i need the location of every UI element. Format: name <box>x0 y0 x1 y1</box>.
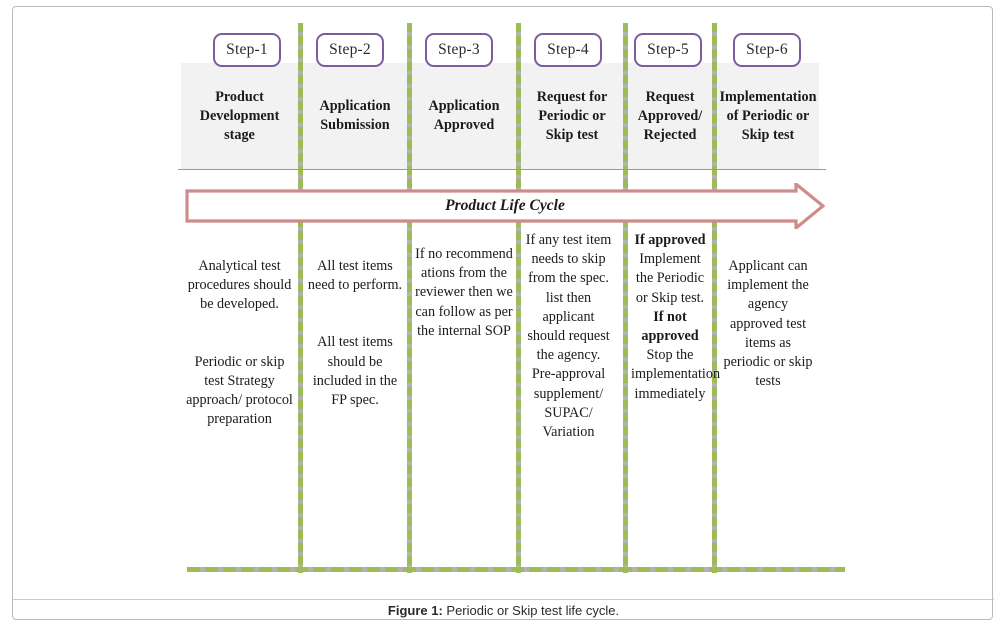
body-column-5: If approved Implement the Periodic or Sk… <box>628 231 720 404</box>
caption-divider <box>13 599 994 600</box>
caption-text: Periodic or Skip test life cycle. <box>442 603 620 618</box>
header-cell-6: Implementation of Periodic or Skip test <box>719 88 817 143</box>
column-divider-2 <box>407 23 412 573</box>
body-paragraph-rich: If approved Implement the Periodic or Sk… <box>631 231 720 404</box>
body-paragraph: All test items need to perform. <box>307 258 403 294</box>
header-cell-2: Application Submission <box>319 98 391 133</box>
body-text-strong: If approved <box>634 232 706 248</box>
body-column-4: If any test item needs to skip from the … <box>521 231 616 442</box>
body-paragraph: Applicant can implement the agency appro… <box>723 258 813 390</box>
body-column-3: If no recommend ations from the reviewer… <box>412 231 516 341</box>
step-pill-5[interactable]: Step-5 <box>634 33 702 67</box>
bottom-dashed-rule <box>187 567 845 572</box>
body-paragraph: Periodic or skip test Strategy approach/… <box>186 353 293 428</box>
step-pill-3[interactable]: Step-3 <box>425 33 493 67</box>
column-divider-4 <box>623 23 628 573</box>
body-paragraph: If any test item needs to skip from the … <box>525 232 612 441</box>
figure-caption: Figure 1: Periodic or Skip test life cyc… <box>13 603 994 618</box>
body-column-1: Analytical test procedures should be dev… <box>181 231 298 429</box>
column-divider-5 <box>712 23 717 573</box>
header-cell-5: Request Approved/ Rejected <box>637 88 703 143</box>
header-cell-1: Product Development stage <box>199 88 280 143</box>
body-column-6: Applicant can implement the agency appro… <box>717 231 819 391</box>
body-paragraph: Analytical test procedures should be dev… <box>187 258 292 313</box>
step-pill-4[interactable]: Step-4 <box>534 33 602 67</box>
product-life-cycle-arrow <box>185 183 825 229</box>
figure-card: Step-1 Step-2 Step-3 Step-4 Step-5 Step-… <box>12 6 994 620</box>
body-text-normal: Implement the Periodic or Skip test. <box>635 251 705 306</box>
step-pill-6[interactable]: Step-6 <box>733 33 801 67</box>
figure-canvas: Step-1 Step-2 Step-3 Step-4 Step-5 Step-… <box>13 7 994 585</box>
caption-label: Figure 1: <box>387 603 443 618</box>
body-text-strong: If not approved <box>641 308 699 345</box>
body-text-normal: Stop the implementation immediately <box>631 347 721 402</box>
header-bottom-rule <box>178 169 826 170</box>
body-paragraph: If no recommend ations from the reviewer… <box>415 246 513 339</box>
step-pill-1[interactable]: Step-1 <box>213 33 281 67</box>
body-paragraph: All test items should be included in the… <box>312 334 398 409</box>
step-pill-2[interactable]: Step-2 <box>316 33 384 67</box>
header-cell-4: Request for Periodic or Skip test <box>536 88 608 143</box>
header-cell-3: Application Approved <box>428 98 500 133</box>
column-divider-1 <box>298 23 303 573</box>
column-divider-3 <box>516 23 521 573</box>
body-column-2: All test items need to perform. All test… <box>303 231 407 410</box>
